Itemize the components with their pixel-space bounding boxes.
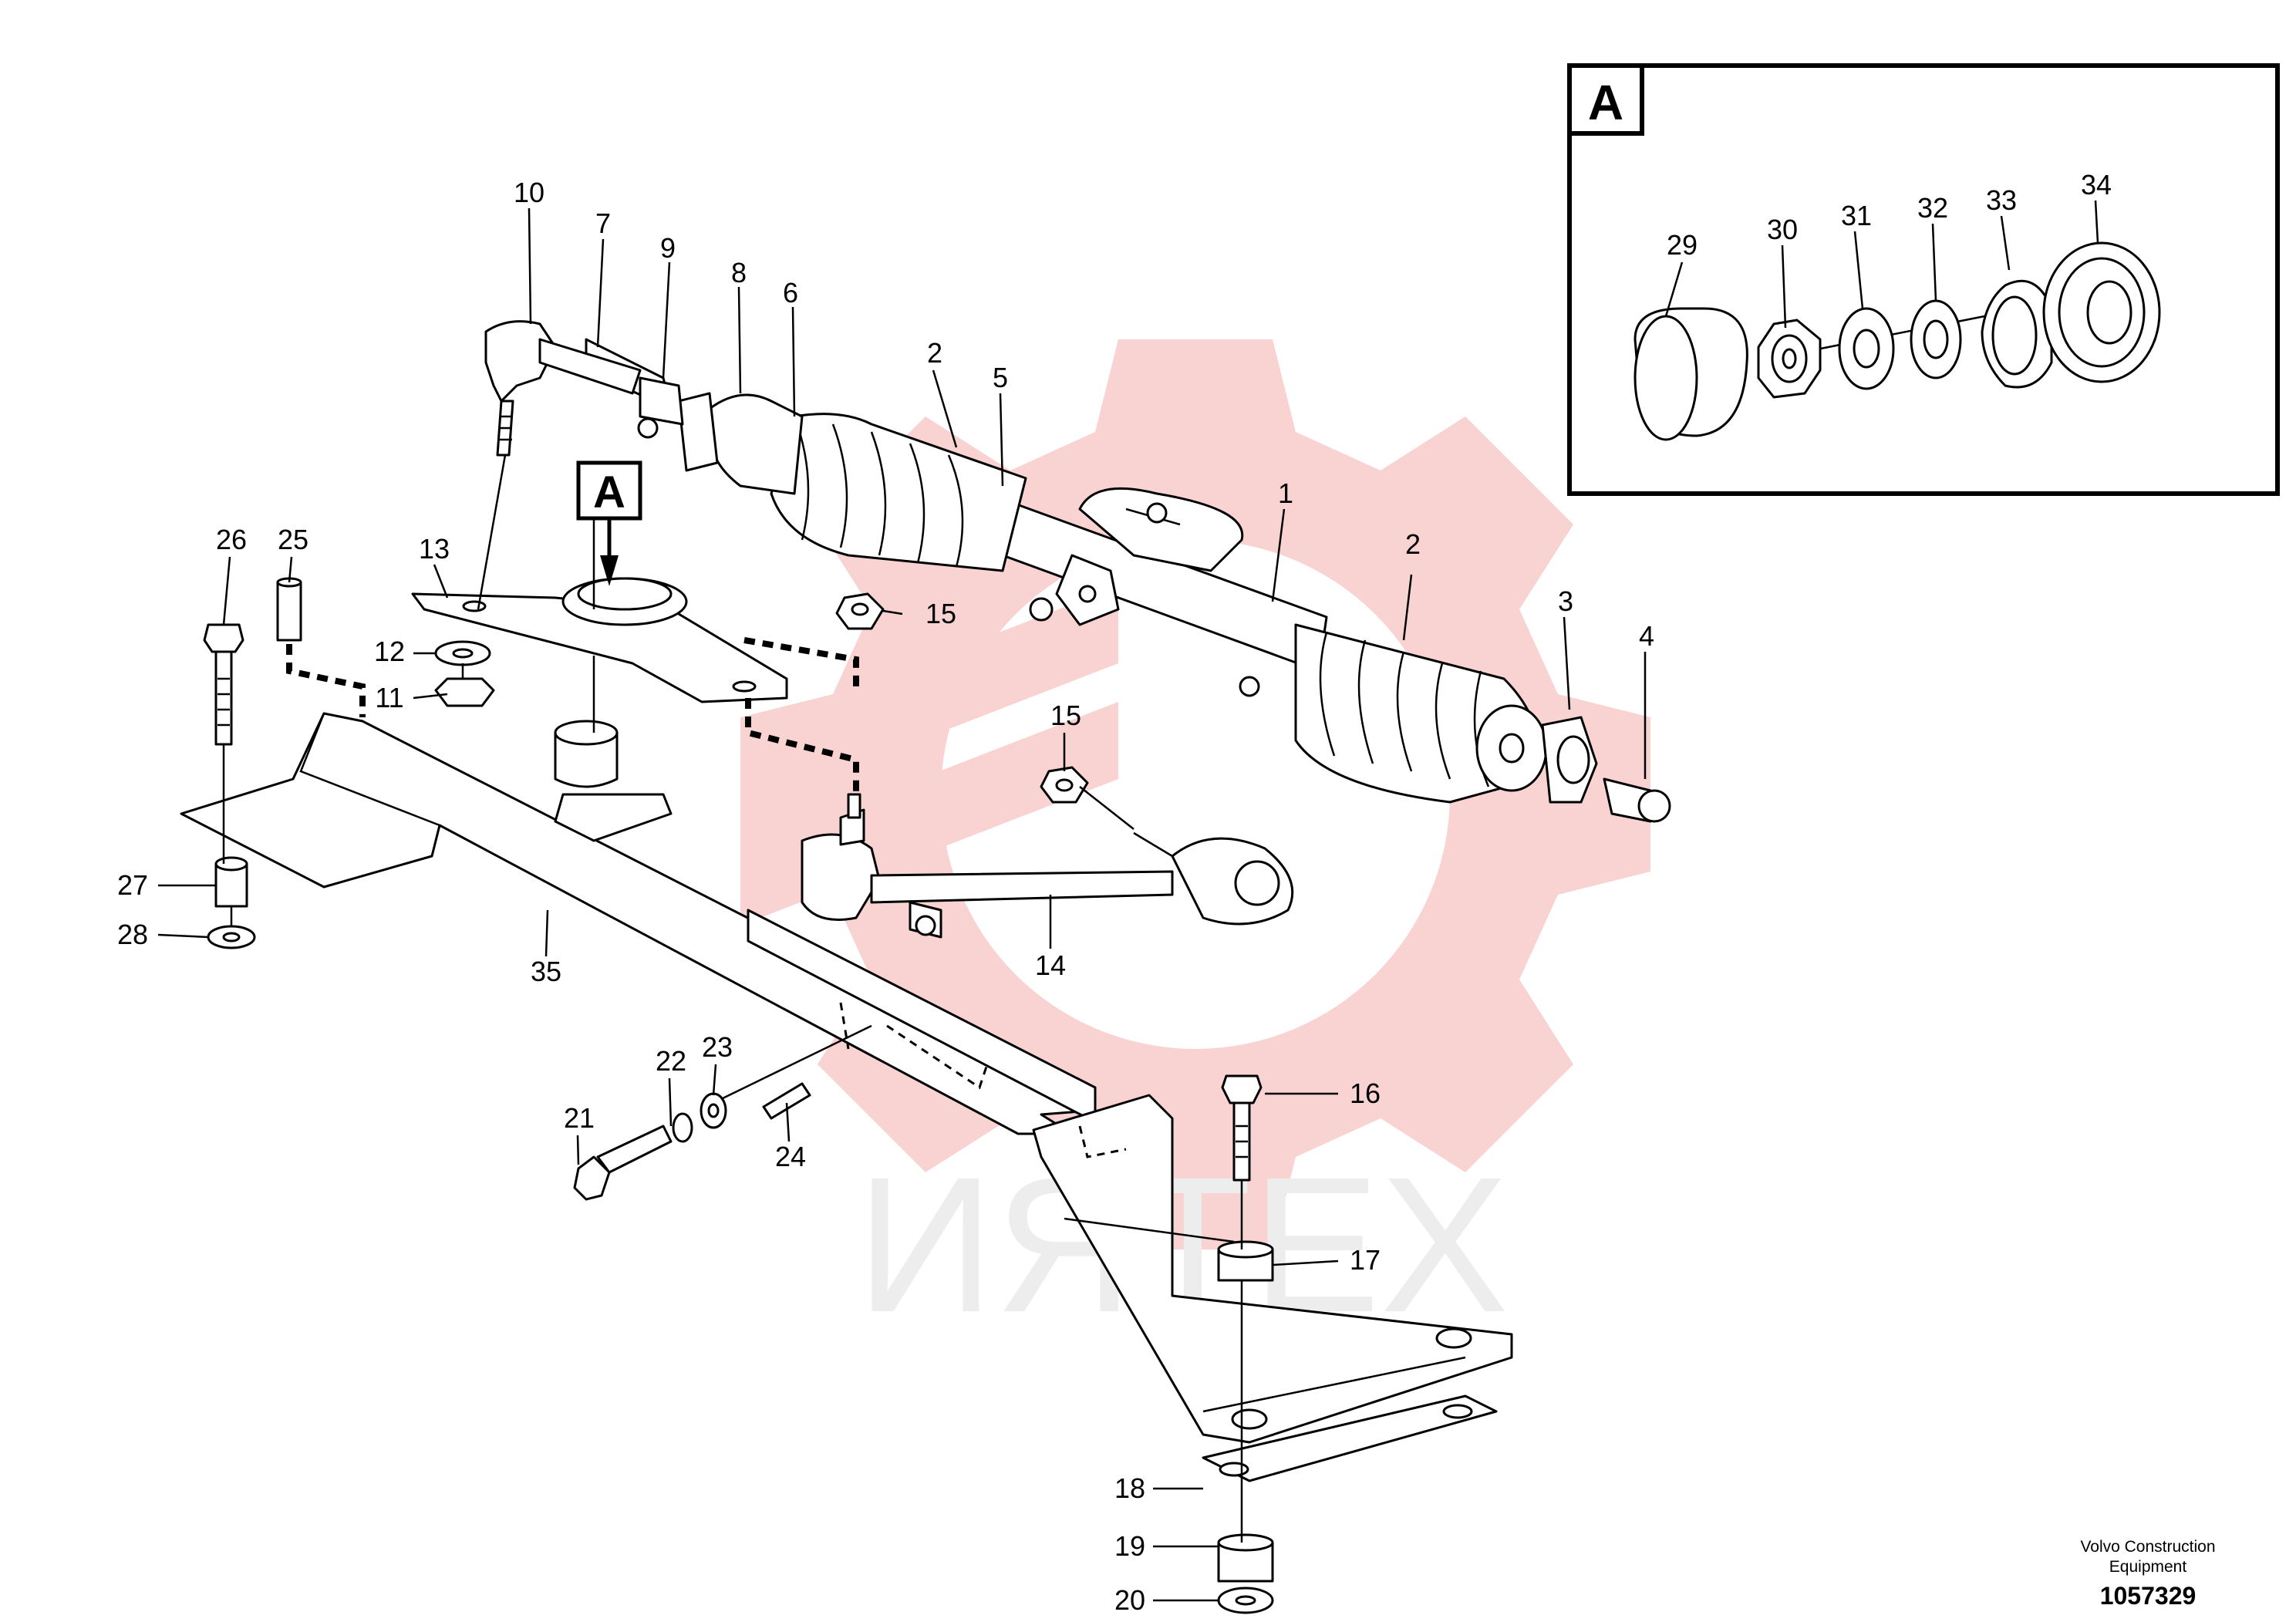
callout-21: 21 xyxy=(564,1102,595,1134)
callout-12: 12 xyxy=(374,636,405,667)
callout-13: 13 xyxy=(419,533,450,565)
callout-14: 14 xyxy=(1035,949,1066,981)
company-name-line2: Equipment xyxy=(2109,1558,2187,1576)
callout-19: 19 xyxy=(1114,1530,1145,1562)
callout-3: 3 xyxy=(1558,585,1573,617)
tie-rod xyxy=(801,793,1294,939)
callout-31: 31 xyxy=(1841,200,1872,231)
callout-32: 32 xyxy=(1917,192,1948,224)
callout-leaders xyxy=(157,200,2099,1602)
drawing-number: 1057329 xyxy=(2100,1582,2197,1610)
callout-4: 4 xyxy=(1639,620,1654,652)
callout-35: 35 xyxy=(531,956,561,987)
callout-7: 7 xyxy=(595,207,611,239)
connection-lines xyxy=(222,454,1243,1543)
callout-33: 33 xyxy=(1986,184,2017,216)
detail-a-label: A xyxy=(1588,75,1623,130)
callout-10: 10 xyxy=(514,177,544,208)
callout-26: 26 xyxy=(216,524,247,555)
callout-6: 6 xyxy=(783,277,798,309)
callout-1: 1 xyxy=(1278,477,1293,509)
callout-9: 9 xyxy=(660,232,676,264)
callout-17: 17 xyxy=(1350,1244,1381,1276)
detail-a-marker-label: A xyxy=(593,467,625,518)
callout-34: 34 xyxy=(2081,169,2112,201)
company-name-line1: Volvo Construction xyxy=(2080,1538,2215,1556)
callout-30: 30 xyxy=(1767,214,1798,245)
steering-rack xyxy=(585,338,1671,823)
callout-22: 22 xyxy=(656,1045,686,1077)
callout-24: 24 xyxy=(775,1141,806,1172)
detail-a-inset: A xyxy=(1567,63,2280,496)
callout-27: 27 xyxy=(117,869,148,901)
callout-11: 11 xyxy=(375,682,403,713)
callout-23: 23 xyxy=(702,1031,733,1063)
callout-16: 16 xyxy=(1350,1077,1381,1109)
footer: Volvo Construction Equipment 1057329 xyxy=(2080,1538,2215,1610)
callout-28: 28 xyxy=(117,919,148,950)
callout-15b: 15 xyxy=(1050,700,1081,731)
callout-18: 18 xyxy=(1114,1472,1145,1504)
detail-a-marker: A xyxy=(576,460,642,586)
tie-rod-end-upper xyxy=(484,320,642,457)
callout-8: 8 xyxy=(731,257,747,288)
callout-25: 25 xyxy=(278,524,308,555)
callouts: 1 2 2 3 4 5 6 7 8 9 10 11 12 13 14 15 15… xyxy=(117,169,2112,1616)
callout-15a: 15 xyxy=(925,598,956,629)
callout-20: 20 xyxy=(1114,1584,1145,1616)
callout-5: 5 xyxy=(993,362,1008,393)
callout-2a: 2 xyxy=(927,337,942,369)
callout-2b: 2 xyxy=(1405,528,1421,560)
callout-29: 29 xyxy=(1667,229,1698,261)
